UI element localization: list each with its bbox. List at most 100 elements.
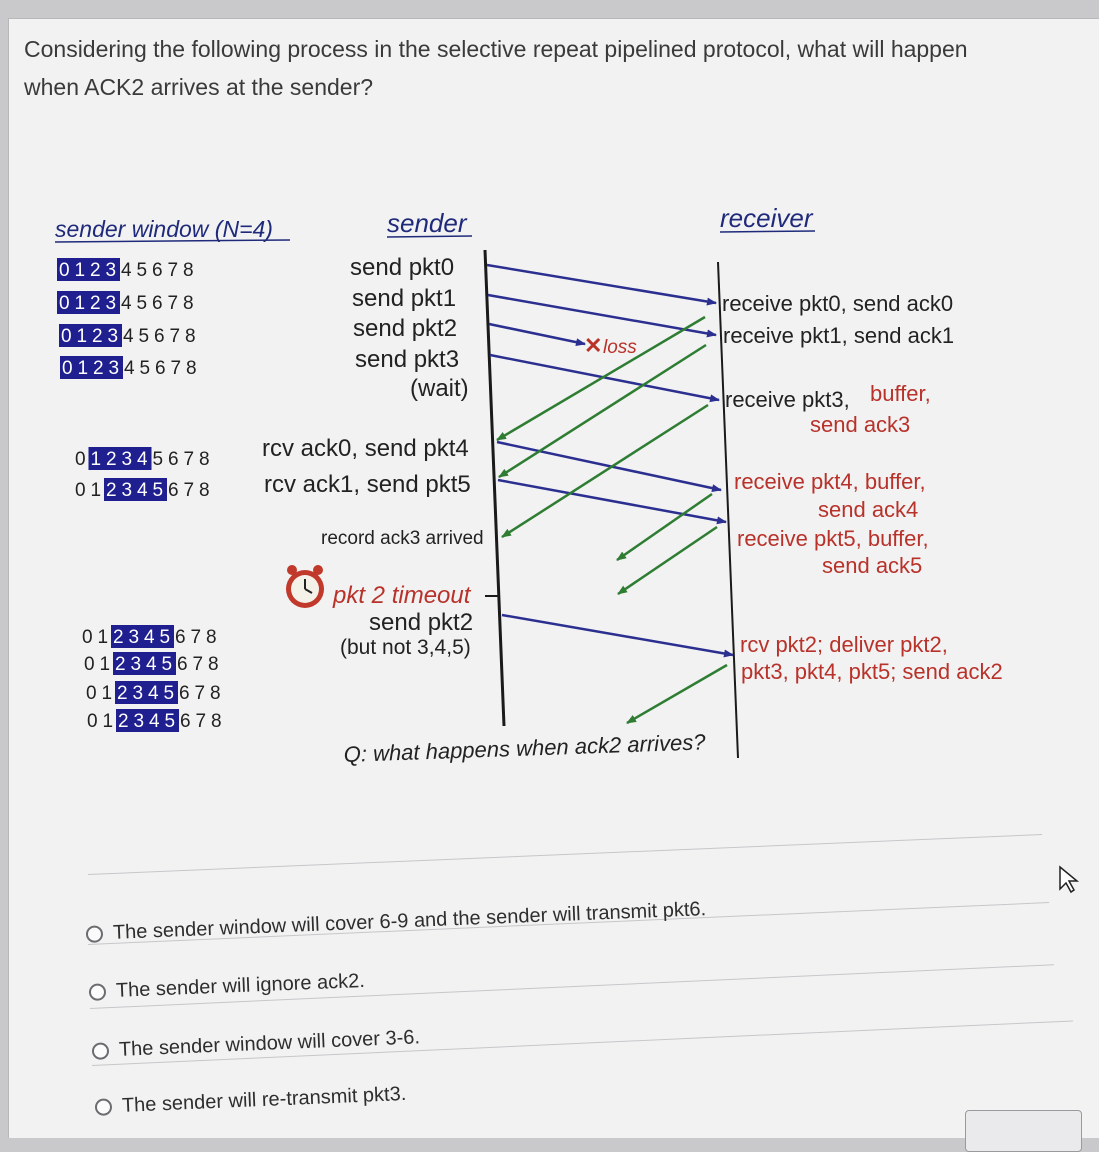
bottom-right-button[interactable] xyxy=(965,1110,1082,1152)
arrow-ack0 xyxy=(496,315,706,442)
window-highlight xyxy=(116,709,179,732)
receiver-pkt3-buffer: buffer, xyxy=(870,381,931,406)
sequence-number: 3 xyxy=(108,326,119,347)
arrow-pkt1 xyxy=(487,293,717,338)
arrow-pkt0 xyxy=(486,263,717,306)
sequence-number: 3 xyxy=(134,711,145,732)
sequence-number: 2 xyxy=(92,326,103,347)
receiver-timeline xyxy=(717,261,739,759)
sequence-number: 3 xyxy=(131,654,142,675)
sender-timeline xyxy=(483,249,506,727)
option-1[interactable]: The sender window will cover 6-9 and the… xyxy=(85,898,707,946)
arrow-ack3 xyxy=(501,403,709,539)
receiver-header: receiver xyxy=(720,203,814,233)
sequence-number: 2 xyxy=(90,293,101,314)
sequence-number: 8 xyxy=(186,358,197,379)
sequence-number: 0 xyxy=(87,711,98,732)
sequence-number: 2 xyxy=(106,449,117,470)
sender-but-not: (but not 3,4,5) xyxy=(340,636,471,659)
question-card xyxy=(8,18,1099,1138)
divider-1 xyxy=(87,834,1043,875)
receiver-send-ack2: pkt3, pkt4, pkt5; send ack2 xyxy=(741,659,1003,684)
sender-send-pkt0: send pkt0 xyxy=(350,254,454,281)
option-2[interactable]: The sender will ignore ack2. xyxy=(88,970,366,1004)
window-header-underline xyxy=(54,239,291,243)
sequence-number: 8 xyxy=(183,260,194,281)
sequence-number: 7 xyxy=(184,480,195,501)
sequence-number: 1 xyxy=(91,449,102,470)
sequence-number: 2 xyxy=(106,480,117,501)
sequence-number: 3 xyxy=(133,683,144,704)
sender-record-ack3: record ack3 arrived xyxy=(321,528,484,549)
window-highlight xyxy=(60,356,123,379)
window-highlight xyxy=(59,324,122,347)
sequence-number: 5 xyxy=(162,654,173,675)
sequence-number: 8 xyxy=(185,326,196,347)
option-4-radio[interactable] xyxy=(94,1098,113,1116)
sequence-number: 5 xyxy=(140,358,151,379)
sequence-number: 4 xyxy=(121,260,132,281)
sequence-number: 0 xyxy=(75,449,86,470)
sequence-number: 6 xyxy=(152,293,163,314)
window-highlight xyxy=(57,258,120,281)
sequence-number: 4 xyxy=(148,683,159,704)
sequence-number: 4 xyxy=(144,627,155,648)
sequence-number: 5 xyxy=(153,449,164,470)
arrow-ack2 xyxy=(626,663,728,725)
sender-header-underline xyxy=(386,235,473,238)
sender-header: sender xyxy=(387,208,468,238)
arrow-pkt2-lost xyxy=(488,322,586,347)
sequence-number: 1 xyxy=(77,326,88,347)
option-4[interactable]: The sender will re-transmit pkt3. xyxy=(94,1082,407,1119)
receiver-send-ack3: send ack3 xyxy=(810,412,910,437)
sequence-number: 5 xyxy=(160,627,171,648)
arrow-ack4 xyxy=(616,492,713,562)
sequence-number: 0 xyxy=(59,260,70,281)
sequence-number: 7 xyxy=(170,326,181,347)
sequence-number: 5 xyxy=(165,711,176,732)
window-highlight xyxy=(113,652,176,675)
sequence-number: 8 xyxy=(183,293,194,314)
receiver-pkt3: receive pkt3, xyxy=(725,387,850,412)
sequence-number: 1 xyxy=(78,358,89,379)
arrow-ack5 xyxy=(617,525,718,596)
sequence-number: 1 xyxy=(98,627,109,648)
option-2-radio[interactable] xyxy=(88,983,107,1001)
sequence-number: 6 xyxy=(179,683,190,704)
sequence-number: 7 xyxy=(168,293,179,314)
arrow-resend-pkt2 xyxy=(501,613,734,658)
receiver-pkt2-deliver: rcv pkt2; deliver pkt2, xyxy=(740,632,948,657)
sequence-number: 2 xyxy=(93,358,104,379)
sequence-number: 4 xyxy=(146,654,157,675)
option-3-radio[interactable] xyxy=(91,1042,110,1060)
sequence-number: 6 xyxy=(168,449,179,470)
receiver-pkt5: receive pkt5, buffer, xyxy=(737,526,929,551)
sequence-number: 6 xyxy=(155,358,166,379)
loss-label: loss xyxy=(603,337,637,358)
sequence-number: 4 xyxy=(123,326,134,347)
sequence-number: 7 xyxy=(184,449,195,470)
sequence-number: 7 xyxy=(168,260,179,281)
sequence-number: 7 xyxy=(171,358,182,379)
sequence-number: 0 xyxy=(84,654,95,675)
sequence-number: 5 xyxy=(137,293,148,314)
sequence-number: 3 xyxy=(109,358,120,379)
sequence-number: 8 xyxy=(211,711,222,732)
sender-send-pkt3: send pkt3 xyxy=(355,346,459,373)
option-4-label: The sender will re-transmit pkt3. xyxy=(121,1082,407,1117)
option-1-radio[interactable] xyxy=(85,925,104,943)
sequence-number: 5 xyxy=(139,326,150,347)
window-highlight xyxy=(111,625,174,648)
sequence-number: 0 xyxy=(61,326,72,347)
sequence-number: 8 xyxy=(210,683,221,704)
sequence-number: 3 xyxy=(122,480,133,501)
sequence-number: 2 xyxy=(113,627,124,648)
sequence-number: 3 xyxy=(129,627,140,648)
mouse-pointer-icon xyxy=(1059,865,1080,894)
sequence-number: 8 xyxy=(208,654,219,675)
sequence-number: 5 xyxy=(164,683,175,704)
sequence-number: 0 xyxy=(62,358,73,379)
sequence-number: 1 xyxy=(102,683,113,704)
sequence-number: 2 xyxy=(115,654,126,675)
